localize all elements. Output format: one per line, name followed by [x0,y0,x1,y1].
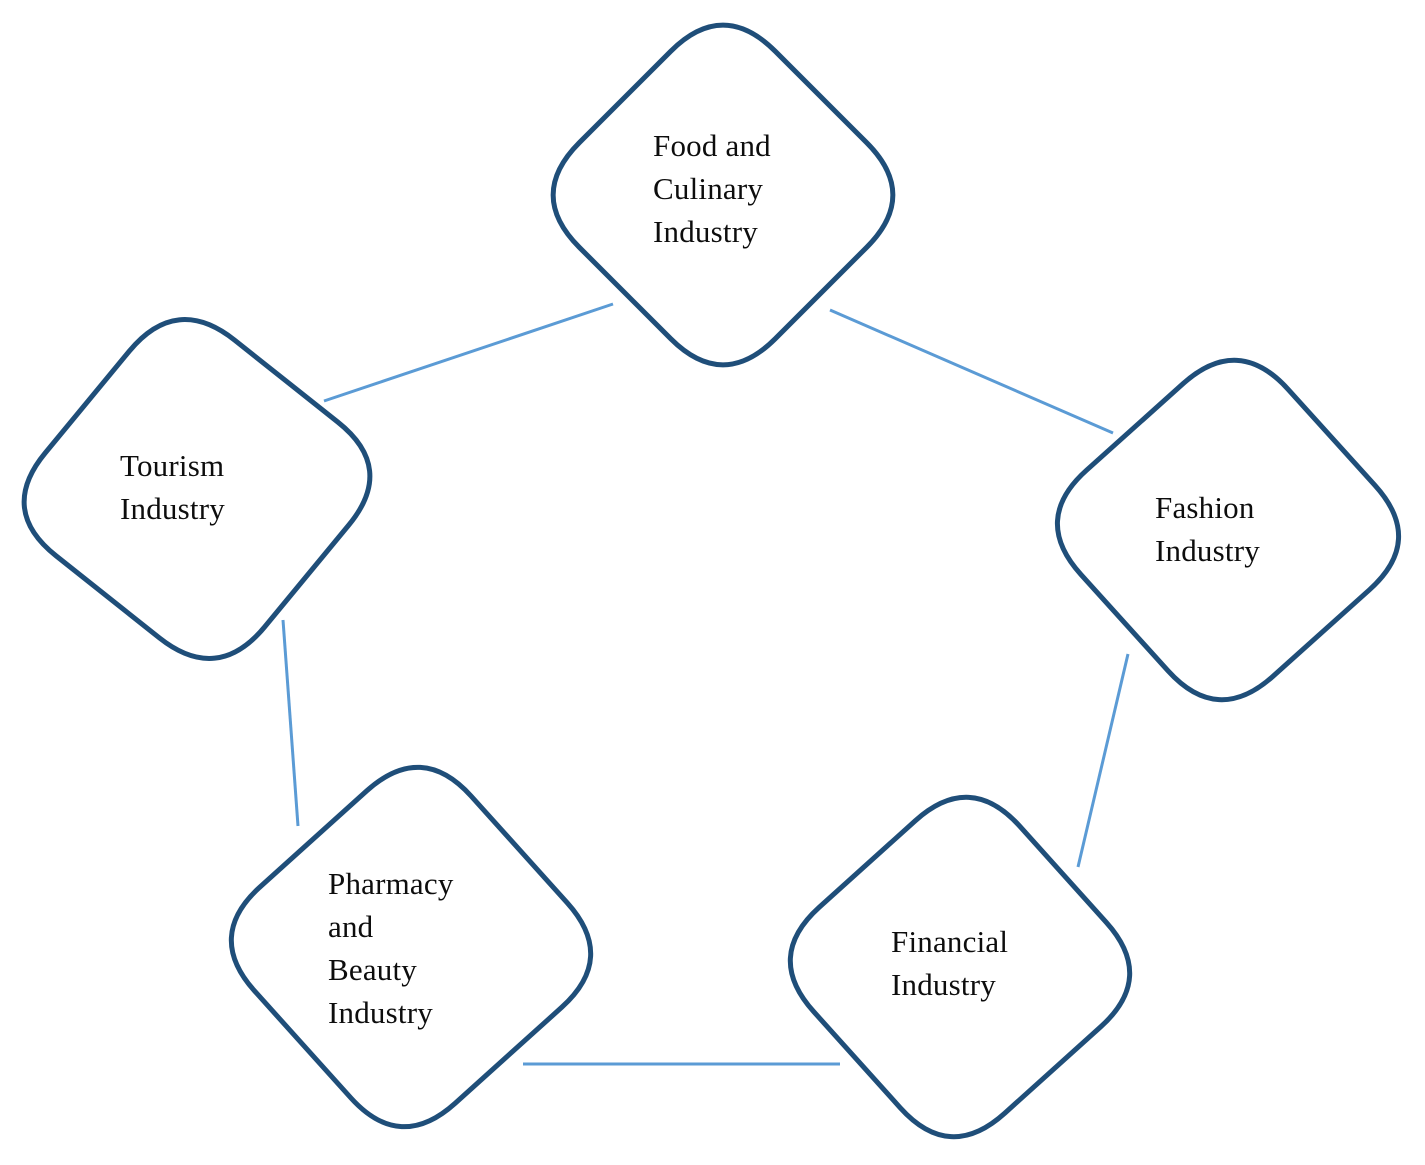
node-shape-pharmacy-and-beauty-industry[interactable] [222,758,600,1136]
connector-food-to-fashion [829,308,1114,435]
connector-fashion-to-financial [1076,653,1130,868]
node-tourism-industry[interactable] [7,302,388,677]
connector-pharmacy-to-tourism [281,619,300,827]
node-financial-industry[interactable] [781,788,1138,1145]
node-layer [7,22,1408,1145]
node-shape-fashion-industry[interactable] [1049,351,1408,708]
node-food-and-culinary-industry[interactable] [550,22,896,368]
connector-tourism-to-food [323,302,614,403]
node-pharmacy-and-beauty-industry[interactable] [222,758,600,1136]
node-shape-tourism-industry[interactable] [7,302,388,677]
node-shape-financial-industry[interactable] [781,788,1138,1145]
node-fashion-industry[interactable] [1049,351,1408,708]
node-shape-food-and-culinary-industry[interactable] [550,22,896,368]
connector-layer [281,302,1130,1066]
